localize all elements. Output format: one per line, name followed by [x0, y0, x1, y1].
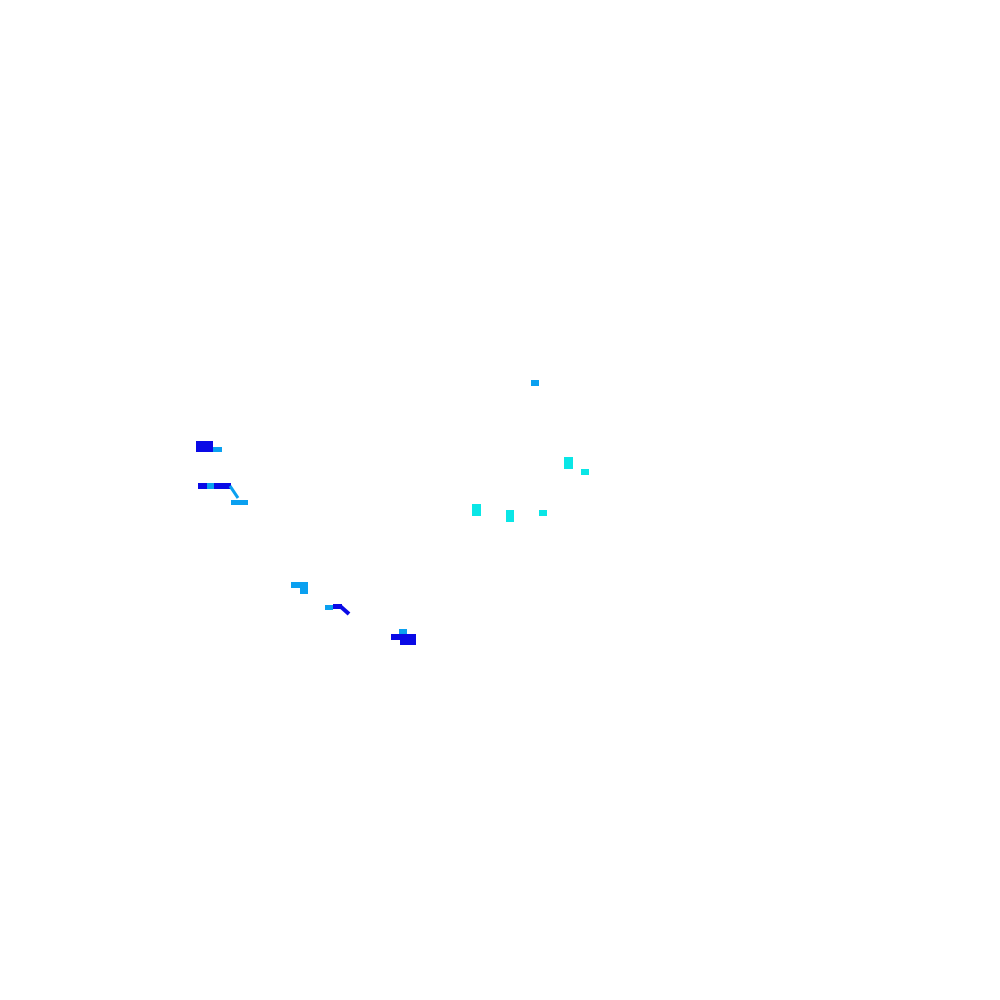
- dark-blue-sprite-10: [391, 634, 416, 640]
- light-blue-sprite-9: [399, 629, 407, 635]
- cyan-sprite-13: [564, 457, 573, 469]
- cyan-sprite-17: [539, 510, 547, 516]
- dark-blue-connector-1: [338, 604, 351, 616]
- light-blue-sprite-12: [531, 380, 539, 386]
- light-blue-sprite-5: [291, 582, 308, 588]
- dark-blue-sprite-8: [333, 604, 342, 609]
- light-blue-sprite-1: [213, 447, 222, 452]
- cyan-sprite-14: [581, 469, 589, 475]
- light-blue-sprite-6: [300, 588, 308, 594]
- sprite-layer: [196, 380, 589, 645]
- dark-blue-sprite-2: [198, 483, 231, 489]
- dark-blue-sprite-0: [196, 441, 213, 452]
- light-blue-sprite-7: [325, 605, 333, 610]
- light-blue-sprite-4: [231, 500, 248, 505]
- cyan-sprite-15: [472, 504, 481, 516]
- light-blue-connector-0: [228, 485, 240, 499]
- dark-blue-sprite-11: [400, 639, 416, 645]
- light-blue-sprite-3: [207, 483, 214, 489]
- cyan-sprite-16: [506, 510, 514, 522]
